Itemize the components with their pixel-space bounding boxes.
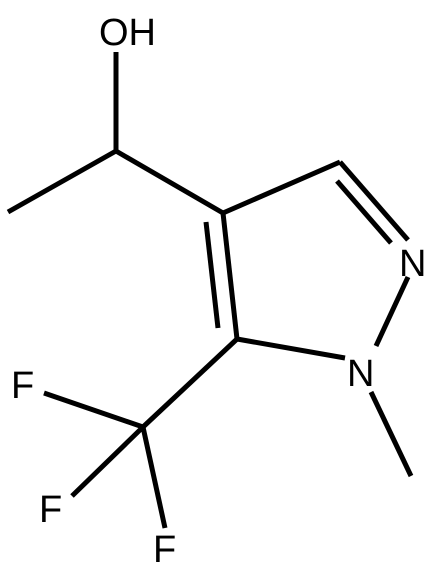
atom-label-n1: N [347,353,374,395]
atom-label-f2: F [39,489,62,531]
atom-label-oh: OH [99,12,156,54]
bond-c3-to-n2 [338,160,410,242]
bond-cf3-to-f2 [70,425,145,498]
atom-label-n2: N [399,243,426,285]
atom-labels: OH N N F F F [11,12,426,570]
bond-n1-to-c5 [236,336,346,361]
bond-c4-to-c3 [222,159,341,216]
bond-ch-to-c4 [114,148,225,216]
bond-c3-to-n2-inner [335,179,393,245]
bond-cf3-to-f3 [140,426,168,529]
bond-c5-to-cf3 [141,337,239,429]
bond-n2-to-n1 [373,275,411,348]
bond-c5-to-c4-inner [203,221,221,329]
atom-label-f1: F [11,365,34,407]
atom-label-f3: F [153,529,176,570]
bond-cf3-to-f1 [43,390,144,430]
bonds [6,52,414,529]
bond-n1-to-methyl [368,390,414,478]
bond-ch-to-methyl [6,148,118,215]
bond-c5-to-c4 [220,212,240,340]
